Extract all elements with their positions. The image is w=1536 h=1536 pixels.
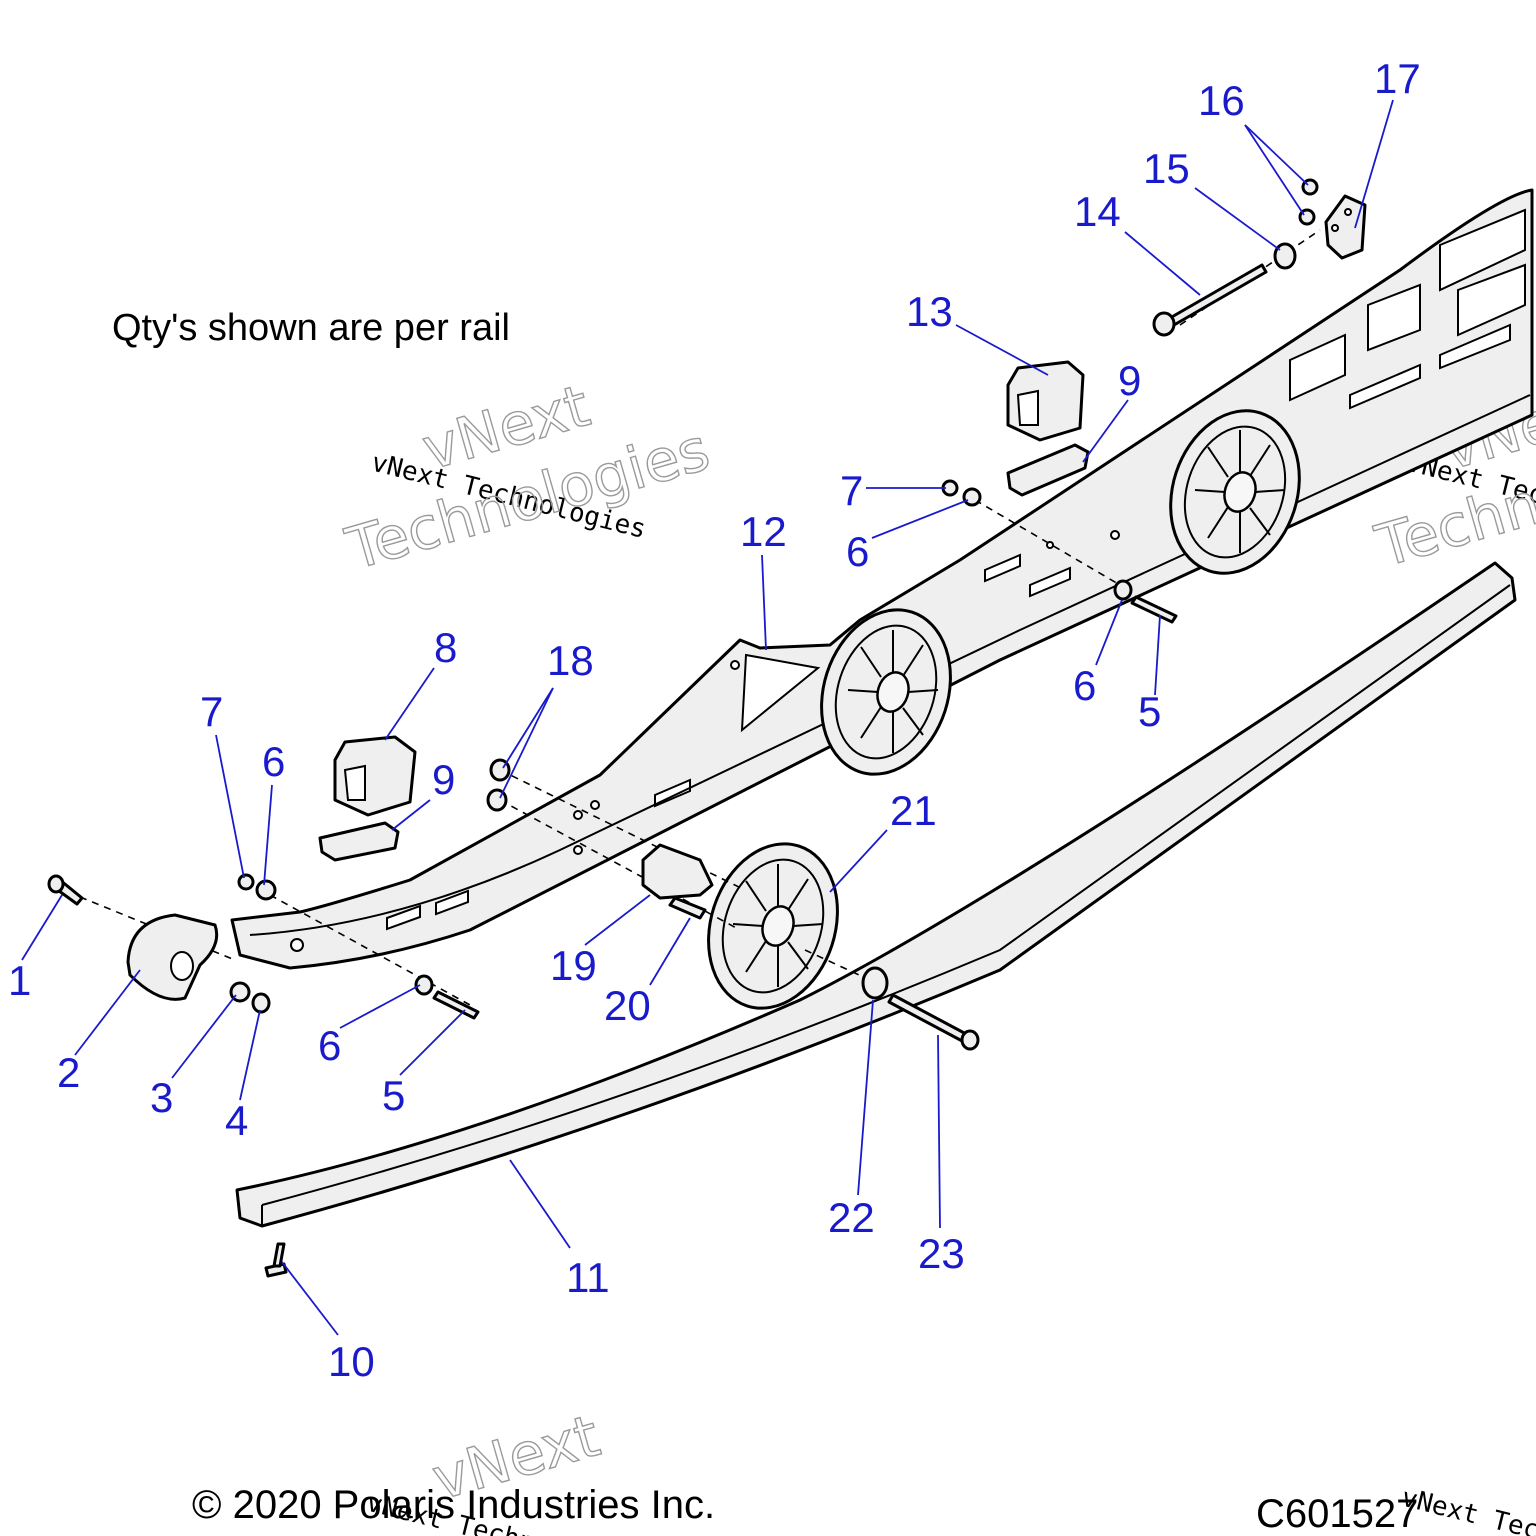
callout-9: 9: [432, 756, 455, 803]
callout-2: 2: [57, 1049, 80, 1096]
callout-21: 21: [890, 787, 937, 834]
diagram-id: C601527: [1256, 1492, 1418, 1536]
callout-6: 6: [262, 738, 285, 785]
callout-16: 16: [1198, 77, 1245, 124]
callout-12: 12: [740, 508, 787, 555]
callout-6: 6: [1073, 662, 1096, 709]
callout-14: 14: [1074, 188, 1121, 235]
callout-15: 15: [1143, 145, 1190, 192]
slide-rail: [235, 561, 1517, 1228]
wheel-middle: [820, 608, 952, 776]
callout-4: 4: [225, 1097, 248, 1144]
callout-6: 6: [846, 528, 869, 575]
callout-18: 18: [547, 637, 594, 684]
callout-5: 5: [1138, 688, 1161, 735]
callout-11: 11: [566, 1254, 610, 1301]
callout-20: 20: [604, 982, 651, 1029]
callout-13: 13: [906, 288, 953, 335]
callout-17: 17: [1374, 55, 1421, 102]
callout-7: 7: [840, 467, 863, 514]
callout-22: 22: [828, 1194, 875, 1241]
rail-frame: [230, 188, 1534, 970]
callout-7: 7: [200, 688, 223, 735]
callout-1: 1: [8, 957, 31, 1004]
quantity-note: Qty's shown are per rail: [112, 307, 510, 349]
callout-3: 3: [150, 1074, 173, 1121]
hardware: [47, 178, 1367, 1278]
callout-9: 9: [1118, 357, 1141, 404]
callout-23: 23: [918, 1230, 965, 1277]
callout-10: 10: [328, 1338, 375, 1385]
callout-8: 8: [434, 624, 457, 671]
callout-6: 6: [318, 1022, 341, 1069]
copyright-text: © 2020 Polaris Industries Inc.: [192, 1483, 715, 1527]
leader-lines: [21, 99, 1394, 1336]
wheel-front: [707, 842, 839, 1010]
callout-5: 5: [382, 1072, 405, 1119]
watermark-text: vNext Technologies: [1398, 1483, 1536, 1536]
callouts: 1 2 3 4 5 5 6 6 6 6 7 7 8 9 9 10 11 12 1…: [8, 55, 1421, 1385]
wheel-rear: [1169, 409, 1301, 575]
callout-19: 19: [550, 942, 597, 989]
